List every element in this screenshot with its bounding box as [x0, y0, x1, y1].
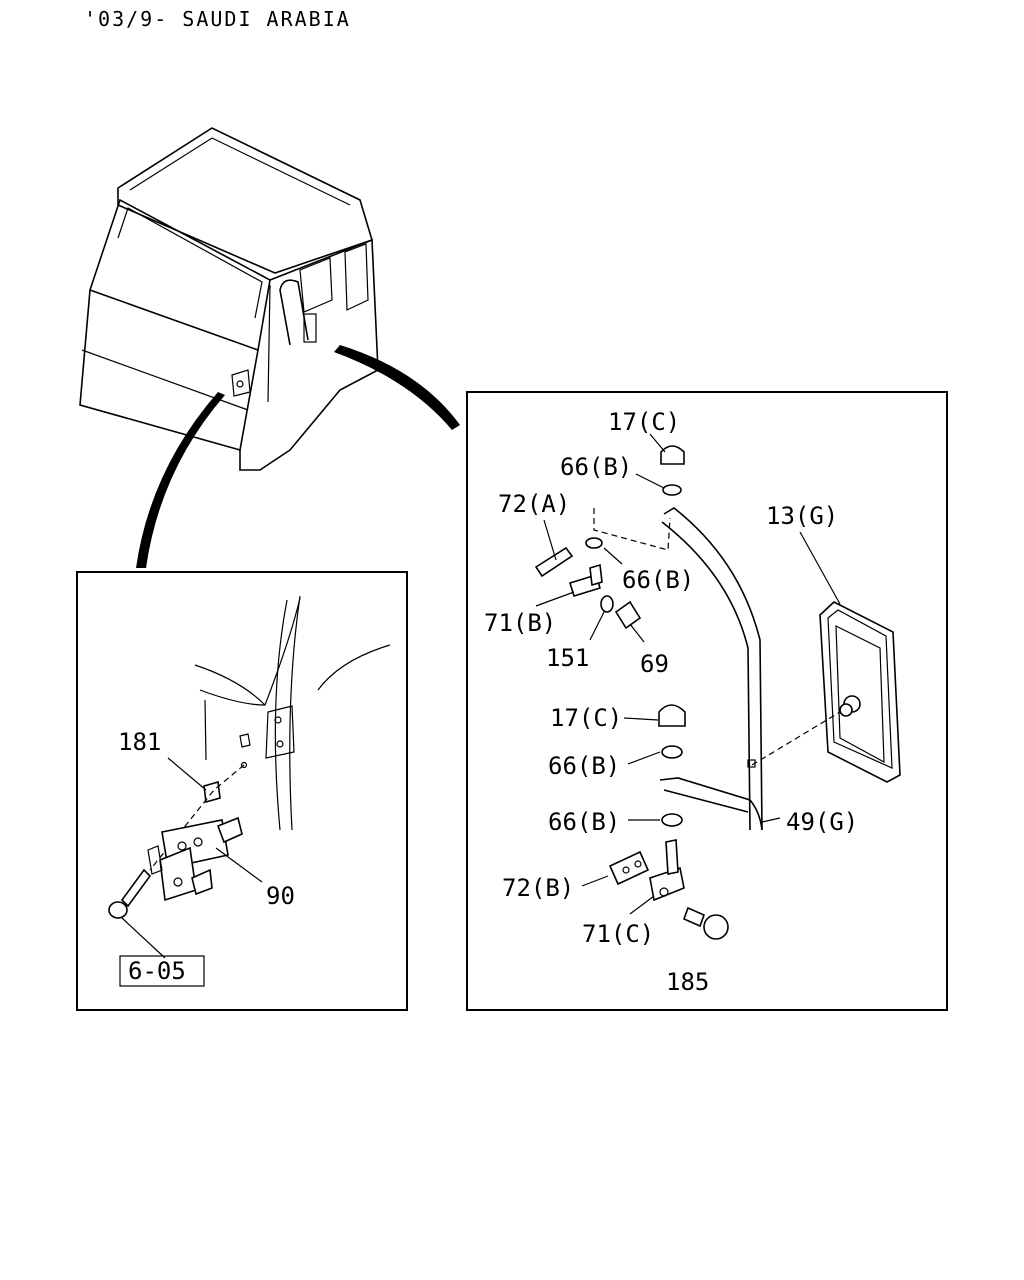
callout-90: 90 [266, 882, 295, 910]
callout-69: 69 [640, 650, 669, 678]
callout-66b-mid: 66(B) [622, 566, 694, 594]
callout-185: 185 [666, 968, 709, 996]
callout-6-05: 6-05 [128, 957, 186, 985]
callout-17c-top: 17(C) [608, 408, 680, 436]
callout-49g: 49(G) [786, 808, 858, 836]
truck-cab-illustration [79, 127, 379, 471]
leader-sweep-right [334, 345, 460, 430]
callout-71b: 71(B) [484, 609, 556, 637]
callout-66b-low: 66(B) [548, 752, 620, 780]
callout-17c-mid: 17(C) [550, 704, 622, 732]
callout-72b: 72(B) [502, 874, 574, 902]
callout-181: 181 [118, 728, 161, 756]
callout-66b-top: 66(B) [560, 453, 632, 481]
callout-13g: 13(G) [766, 502, 838, 530]
leader-sweep-left [136, 392, 225, 568]
left-inset-drawing [108, 595, 391, 987]
callout-66b-bottom: 66(B) [548, 808, 620, 836]
diagram-header: '03/9- SAUDI ARABIA [84, 7, 351, 31]
callout-71c: 71(C) [582, 920, 654, 948]
callout-151: 151 [546, 644, 589, 672]
callout-72a: 72(A) [498, 490, 570, 518]
right-inset-frame [466, 391, 948, 1011]
right-inset-drawing [534, 433, 901, 940]
part-callouts: 17(C) 66(B) 72(A) 13(G) 66(B) 71(B) 151 … [118, 408, 858, 996]
left-inset-frame [76, 571, 408, 1011]
